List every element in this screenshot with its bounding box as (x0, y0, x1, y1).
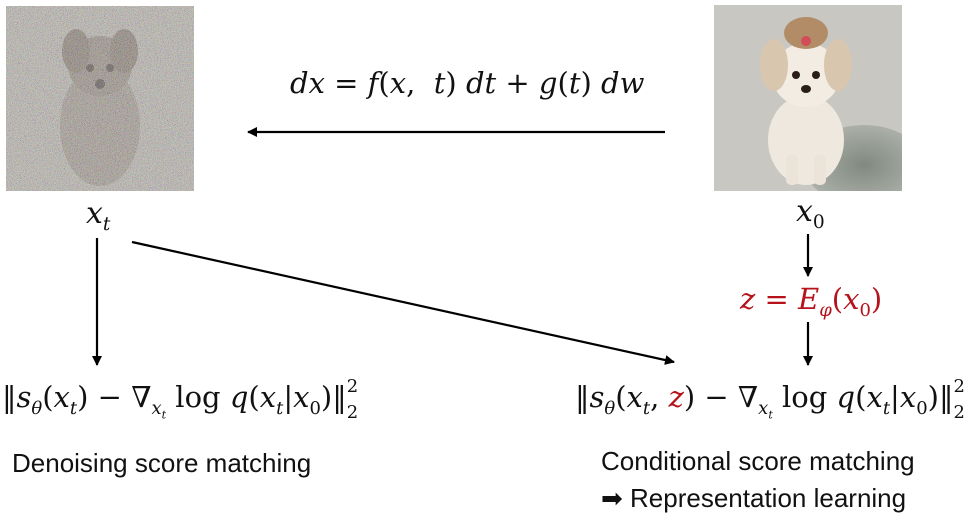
clean-dog-image (714, 5, 902, 191)
xt-diagonal-arrow (131, 240, 675, 365)
forward-sde-label: dx = f(x, t) dt + g(t) dw (290, 66, 645, 100)
encoder-label: z = Eφ(x0) (740, 282, 883, 321)
noisy-dog-image (6, 6, 194, 191)
repr-caption: Representation learning (630, 483, 907, 513)
csm-caption: Conditional score matching (601, 446, 915, 476)
right-arrow-icon: ➡ (601, 483, 623, 513)
repr-caption-row: ➡ Representation learning (601, 483, 906, 514)
xt-label: xt (86, 196, 111, 235)
x0-label: x0 (796, 194, 825, 233)
dsm-caption: Denoising score matching (12, 448, 312, 478)
